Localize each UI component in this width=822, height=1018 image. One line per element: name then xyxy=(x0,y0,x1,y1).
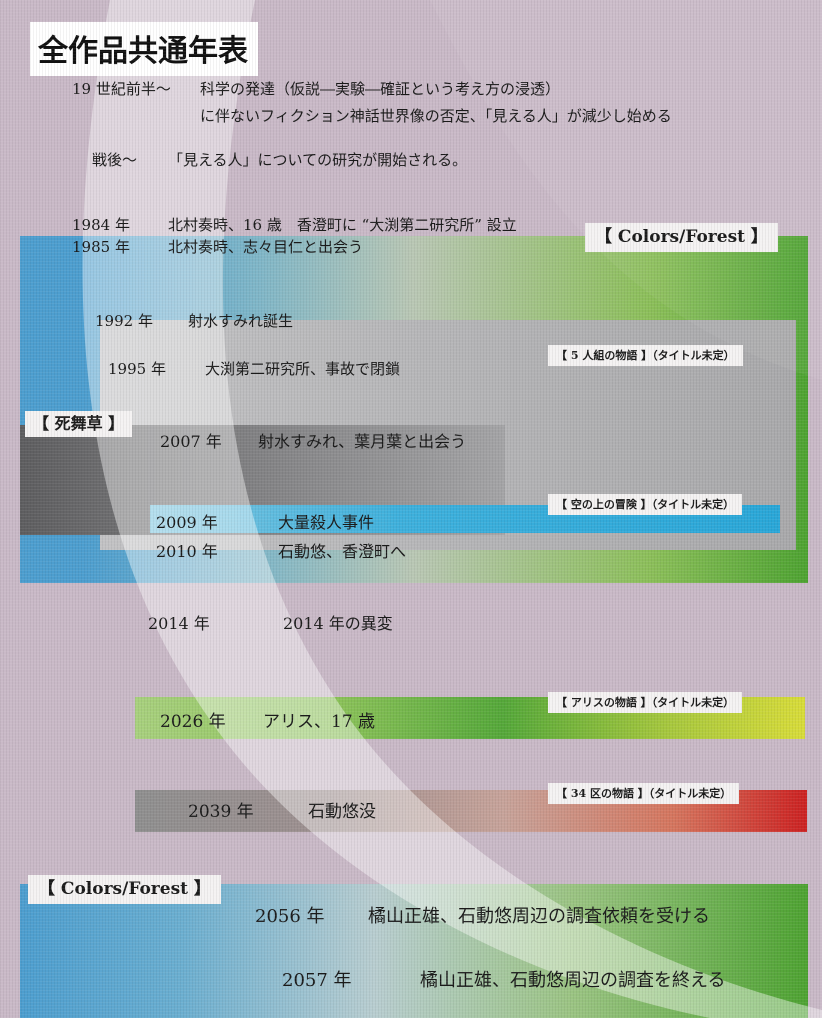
label-colors-forest-bottom: 【 Colors/Forest 】 xyxy=(28,875,221,904)
era1-line2: に伴ないフィクション神話世界像の否定、「見える人」が減少し始める xyxy=(200,107,672,125)
era2-label: 戦後〜 xyxy=(92,151,138,169)
label-colors-forest-top: 【 Colors/Forest 】 xyxy=(585,223,778,252)
event-year: 2026 年 xyxy=(160,712,226,732)
label-five-people: 【 5 人組の物語 】（タイトル未定） xyxy=(548,345,743,366)
event-year: 2056 年 xyxy=(255,906,325,927)
label-ward34: 【 34 区の物語 】（タイトル未定） xyxy=(548,783,740,804)
event-text: 大量殺人事件 xyxy=(278,513,375,532)
event-year: 2007 年 xyxy=(160,432,222,451)
era1-label: 19 世紀前半〜 xyxy=(72,80,171,98)
event-year: 1985 年 xyxy=(72,238,130,256)
event-text: 北村奏時、16 歳 香澄町に “大渕第二研究所” 設立 xyxy=(168,216,517,234)
label-shibukusa: 【 死舞草 】 xyxy=(25,411,133,437)
event-text: 橘山正雄、石動悠周辺の調査を終える xyxy=(420,970,726,991)
event-text: 2014 年の異変 xyxy=(283,614,393,633)
event-text: 石動悠、香澄町へ xyxy=(278,542,407,561)
event-year: 1992 年 xyxy=(95,312,153,330)
event-text: 射水すみれ誕生 xyxy=(188,312,294,330)
event-year: 2014 年 xyxy=(148,614,210,633)
event-year: 1995 年 xyxy=(108,360,166,378)
event-year: 2010 年 xyxy=(156,542,218,561)
event-text: 橘山正雄、石動悠周辺の調査依頼を受ける xyxy=(368,906,710,927)
era2-text: 「見える人」についての研究が開始される。 xyxy=(168,151,468,169)
band-colors-forest-bottom xyxy=(20,884,808,1018)
label-alice: 【 アリスの物語 】（タイトル未定） xyxy=(548,692,743,713)
event-text: 大渕第二研究所、事故で閉鎖 xyxy=(205,360,401,378)
event-text: 北村奏時、志々目仁と出会う xyxy=(168,238,364,256)
event-year: 2039 年 xyxy=(188,802,254,822)
label-sky-adventure: 【 空の上の冒険 】（タイトル未定） xyxy=(548,494,743,515)
event-text: 石動悠没 xyxy=(308,802,376,822)
event-year: 2009 年 xyxy=(156,513,218,532)
event-text: 射水すみれ、葉月葉と出会う xyxy=(258,432,467,451)
event-year: 1984 年 xyxy=(72,216,130,234)
era1-line1: 科学の発達（仮説―実験―確証という考え方の浸透） xyxy=(200,80,561,98)
event-text: アリス、17 歳 xyxy=(263,712,376,732)
event-year: 2057 年 xyxy=(282,970,352,991)
page-title: 全作品共通年表 xyxy=(30,22,258,76)
